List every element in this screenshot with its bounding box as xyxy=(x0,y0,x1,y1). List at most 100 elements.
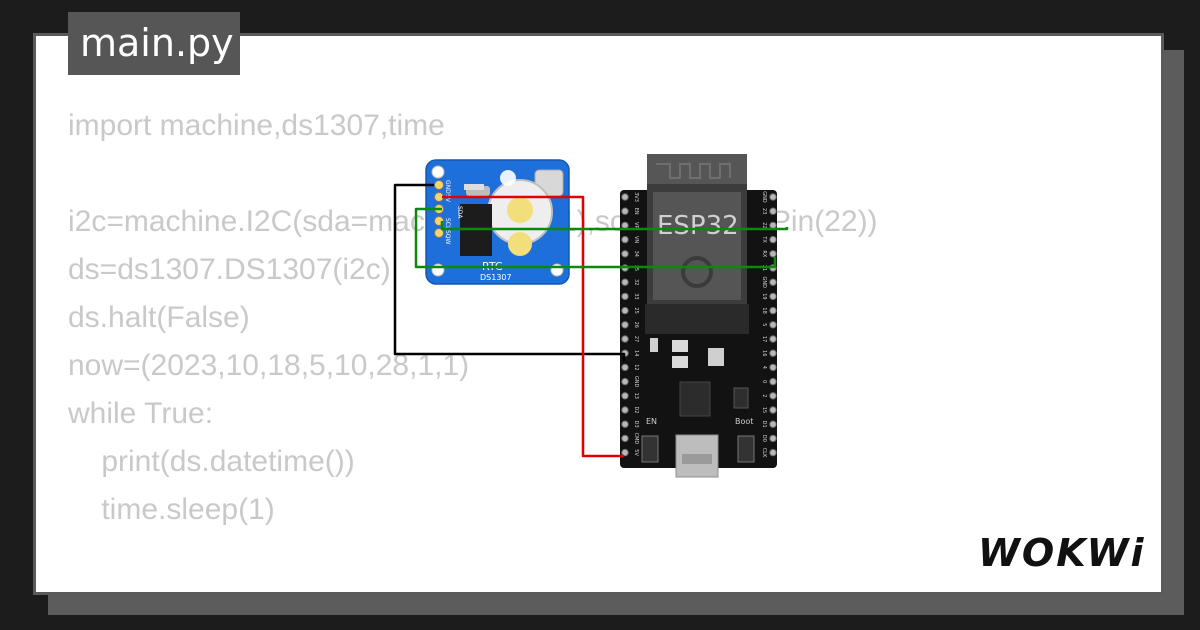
esp32-pin-label: EN xyxy=(633,208,639,215)
esp32-pin-gnd[interactable] xyxy=(769,193,777,201)
esp32-pin-label: D0 xyxy=(761,435,767,442)
smd-part xyxy=(733,387,749,409)
esp32-pin-17[interactable] xyxy=(769,335,777,343)
regulator xyxy=(672,340,688,352)
pin-label: 5V xyxy=(444,194,451,203)
esp32-pin-4[interactable] xyxy=(769,363,777,372)
esp32-pin-en[interactable] xyxy=(621,207,629,215)
code-line: while True: xyxy=(68,397,214,430)
pin-label: SCL xyxy=(444,218,451,230)
smd-part xyxy=(650,338,658,352)
esp32-pin-label: 5V xyxy=(633,449,639,456)
scl-wire[interactable] xyxy=(440,221,789,231)
esp32-pin-18[interactable] xyxy=(769,306,777,315)
esp32-pin-16[interactable] xyxy=(769,349,777,357)
esp32-pin-label: CLK xyxy=(761,448,767,458)
esp32-pin-label: D3 xyxy=(633,421,639,428)
esp32-pin-label: 26 xyxy=(633,322,639,328)
esp32-pin-gnd[interactable] xyxy=(621,377,629,386)
esp32-pin-19[interactable] xyxy=(769,292,777,301)
smd-part xyxy=(708,348,724,366)
esp32-pin-5[interactable] xyxy=(769,321,777,329)
code-line: print(ds.datetime()) xyxy=(68,445,355,478)
esp32-pin-0[interactable] xyxy=(769,377,777,386)
brand-name: WOKWi xyxy=(978,531,1146,575)
esp32-pin-label: 25 xyxy=(633,307,639,313)
esp32-pin-5v[interactable] xyxy=(621,448,629,457)
esp32-pin-34[interactable] xyxy=(621,250,629,258)
esp32-pin-label: 13 xyxy=(633,393,639,399)
esp32-pin-label: TX xyxy=(761,235,767,243)
esp32-pin-vn[interactable] xyxy=(621,235,629,244)
esp32-pin-label: 22 xyxy=(761,222,767,228)
esp32-pin-label: 15 xyxy=(761,407,767,413)
module-shield xyxy=(653,192,741,300)
pin-sqw[interactable] xyxy=(434,228,444,238)
esp32-pin-tx[interactable] xyxy=(769,235,777,244)
esp32-pin-label: D1 xyxy=(761,421,767,428)
esp32-pin-label: GND xyxy=(761,191,767,203)
esp32-pin-label: 17 xyxy=(761,336,767,342)
module-pads xyxy=(645,304,749,334)
rtc-module[interactable]: GND 5V SDA SCL SQW RTC DS1307 xyxy=(425,159,570,285)
esp32-pin-d2[interactable] xyxy=(621,406,629,414)
esp32-pin-label: 18 xyxy=(761,307,767,313)
esp32-pin-27[interactable] xyxy=(621,335,629,343)
code-line: import machine,ds1307,time xyxy=(68,109,445,142)
esp32-pin-label: RX xyxy=(761,250,767,257)
battery-contact xyxy=(508,232,532,256)
pin-gnd[interactable] xyxy=(434,180,444,190)
esp32-pin-15[interactable] xyxy=(769,406,777,414)
esp32-label: ESP32 xyxy=(657,211,739,241)
boot-button[interactable] xyxy=(737,435,755,463)
esp32-pin-2[interactable] xyxy=(769,392,777,400)
esp32-pin-26[interactable] xyxy=(621,321,629,329)
wokwi-logo: WOKWi xyxy=(978,531,1146,575)
usb-uart-chip xyxy=(679,381,711,417)
esp32-pin-d3[interactable] xyxy=(621,420,629,428)
esp32-pin-label: 14 xyxy=(633,350,639,356)
esp32-pin-22[interactable] xyxy=(769,221,777,230)
file-tab[interactable]: main.py xyxy=(68,12,240,75)
esp32-pin-label: 19 xyxy=(761,293,767,299)
esp32-pin-label: 0 xyxy=(761,380,767,383)
esp32-pin-25[interactable] xyxy=(621,306,629,315)
esp32-pin-32[interactable] xyxy=(621,278,629,286)
esp32-pin-label: 32 xyxy=(633,279,639,285)
pin-label: GND xyxy=(444,180,451,194)
pin-label: SDA xyxy=(456,206,463,219)
esp32-pin-label: 3V3 xyxy=(633,192,639,202)
esp32-pin-33[interactable] xyxy=(621,292,629,301)
esp32-pin-label: 33 xyxy=(633,293,639,299)
esp32-pin-cmd[interactable] xyxy=(621,434,629,443)
antenna xyxy=(647,154,747,188)
regulator xyxy=(672,356,688,368)
antenna-trace xyxy=(656,163,731,179)
esp32-pin-3v3[interactable] xyxy=(621,193,629,201)
en-button[interactable] xyxy=(641,435,659,463)
espressif-logo-icon xyxy=(681,256,713,288)
mount-hole xyxy=(431,165,445,179)
esp32-pin-label: D2 xyxy=(633,406,639,413)
esp32-pin-label: 23 xyxy=(761,208,767,214)
esp32-pin-vp[interactable] xyxy=(621,221,629,230)
code-line: ds=ds1307.DS1307(i2c) xyxy=(68,253,391,286)
esp32-pin-23[interactable] xyxy=(769,207,777,215)
esp32-pin-d0[interactable] xyxy=(769,434,777,443)
esp32-pin-rx[interactable] xyxy=(769,250,777,258)
esp32-pin-d1[interactable] xyxy=(769,420,777,428)
rtc-chip-label: DS1307 xyxy=(480,273,512,282)
esp32-pin-label: 12 xyxy=(633,364,639,370)
gnd-wire[interactable] xyxy=(393,183,626,361)
esp32-pin-label: 34 xyxy=(633,251,639,257)
pin-label: SQW xyxy=(444,230,451,245)
esp32-pin-12[interactable] xyxy=(621,363,629,372)
sda-wire[interactable] xyxy=(414,207,777,269)
esp32-pin-label: GND xyxy=(633,376,639,388)
esp32-pin-13[interactable] xyxy=(621,392,629,400)
vcc-wire[interactable] xyxy=(442,195,624,458)
adafruit-logo-icon xyxy=(500,170,516,186)
esp32-pin-clk[interactable] xyxy=(769,448,777,457)
esp32-board[interactable]: ESP32 EN Boot 3V3ENVPVN34353233252627141… xyxy=(620,154,777,478)
esp32-pin-gnd[interactable] xyxy=(769,278,777,286)
